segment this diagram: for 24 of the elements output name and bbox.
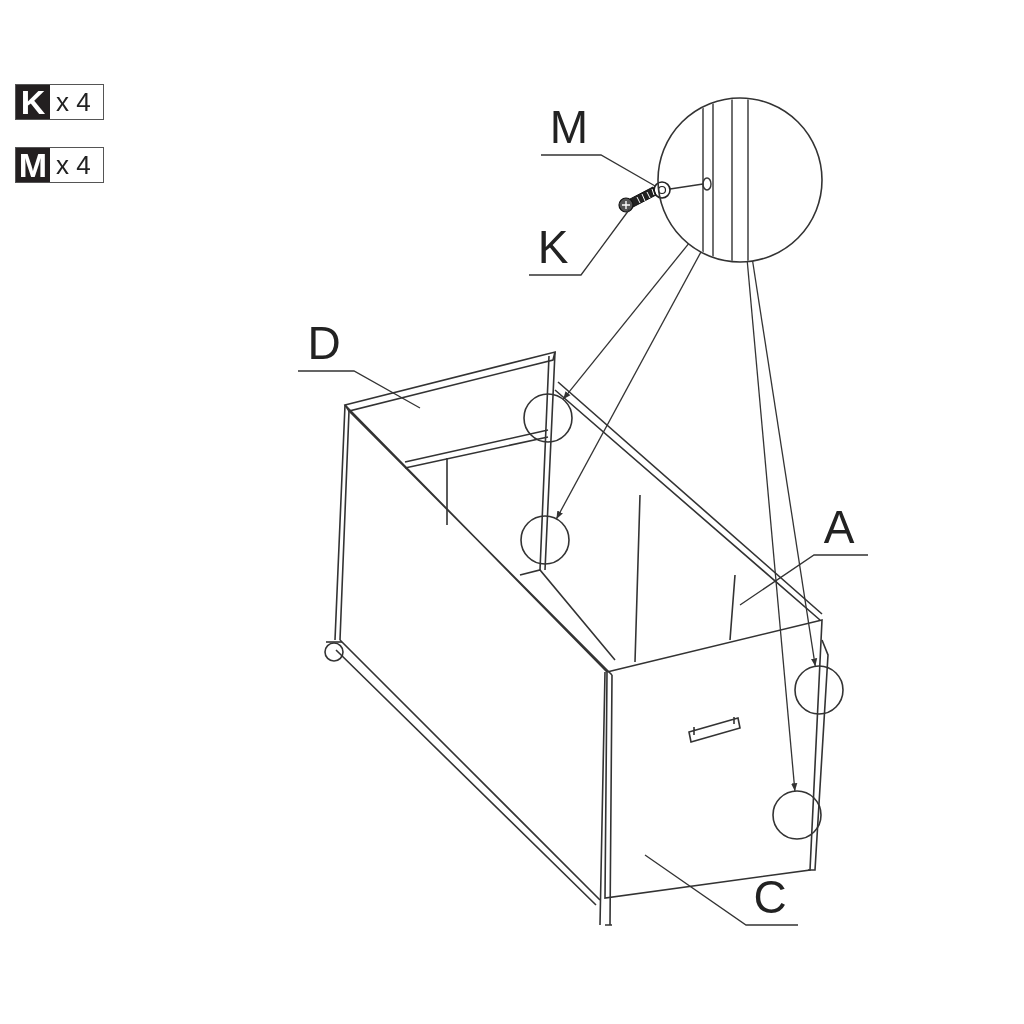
arrow [751,260,818,667]
screw-drawing [618,186,657,213]
detail-circle [520,515,570,565]
leader-line [540,154,656,187]
callout-letter: D [302,318,346,368]
detail-circle [657,97,823,263]
detail-circle [523,393,573,443]
arrow [555,251,702,520]
callout-letter: A [818,502,860,552]
leader-line [739,554,869,606]
quantity-text: x 4 [55,86,92,119]
arrow [746,261,798,792]
detail-circle [772,790,822,840]
callout-letter: C [750,872,790,922]
leader-line [297,370,421,409]
callout-letter: K [533,222,573,272]
part-letter: K [16,85,50,119]
callout-letter: M [545,102,593,152]
part-letter: M [16,148,50,182]
leader-line [644,854,799,926]
leader-line [528,208,630,276]
quantity-text: x 4 [55,149,92,182]
arrow [562,243,690,400]
detail-circle [794,665,844,715]
